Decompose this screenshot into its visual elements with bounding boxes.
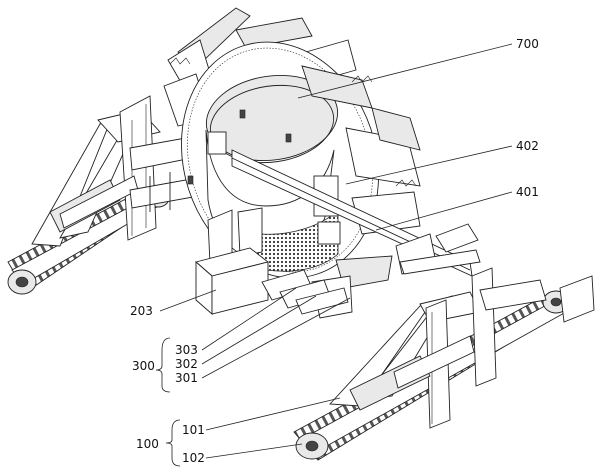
label-401: 401 — [516, 185, 539, 199]
right-a-frame — [329, 223, 547, 429]
label-300: 300 — [132, 359, 155, 373]
leader-lines — [155, 43, 513, 467]
label-203: 203 — [130, 304, 153, 318]
label-102: 102 — [182, 451, 205, 465]
chutes-300 — [261, 269, 349, 315]
label-101: 101 — [182, 423, 205, 437]
label-301: 301 — [175, 371, 198, 385]
label-303: 303 — [175, 343, 198, 357]
bin-203 — [195, 247, 270, 315]
bucket-wheel — [163, 7, 421, 319]
reference-labels: 700 402 401 203 303 302 301 300 101 100 … — [130, 37, 539, 465]
label-402: 402 — [516, 139, 539, 153]
label-100: 100 — [136, 437, 159, 451]
label-302: 302 — [175, 357, 198, 371]
label-700: 700 — [516, 37, 539, 51]
